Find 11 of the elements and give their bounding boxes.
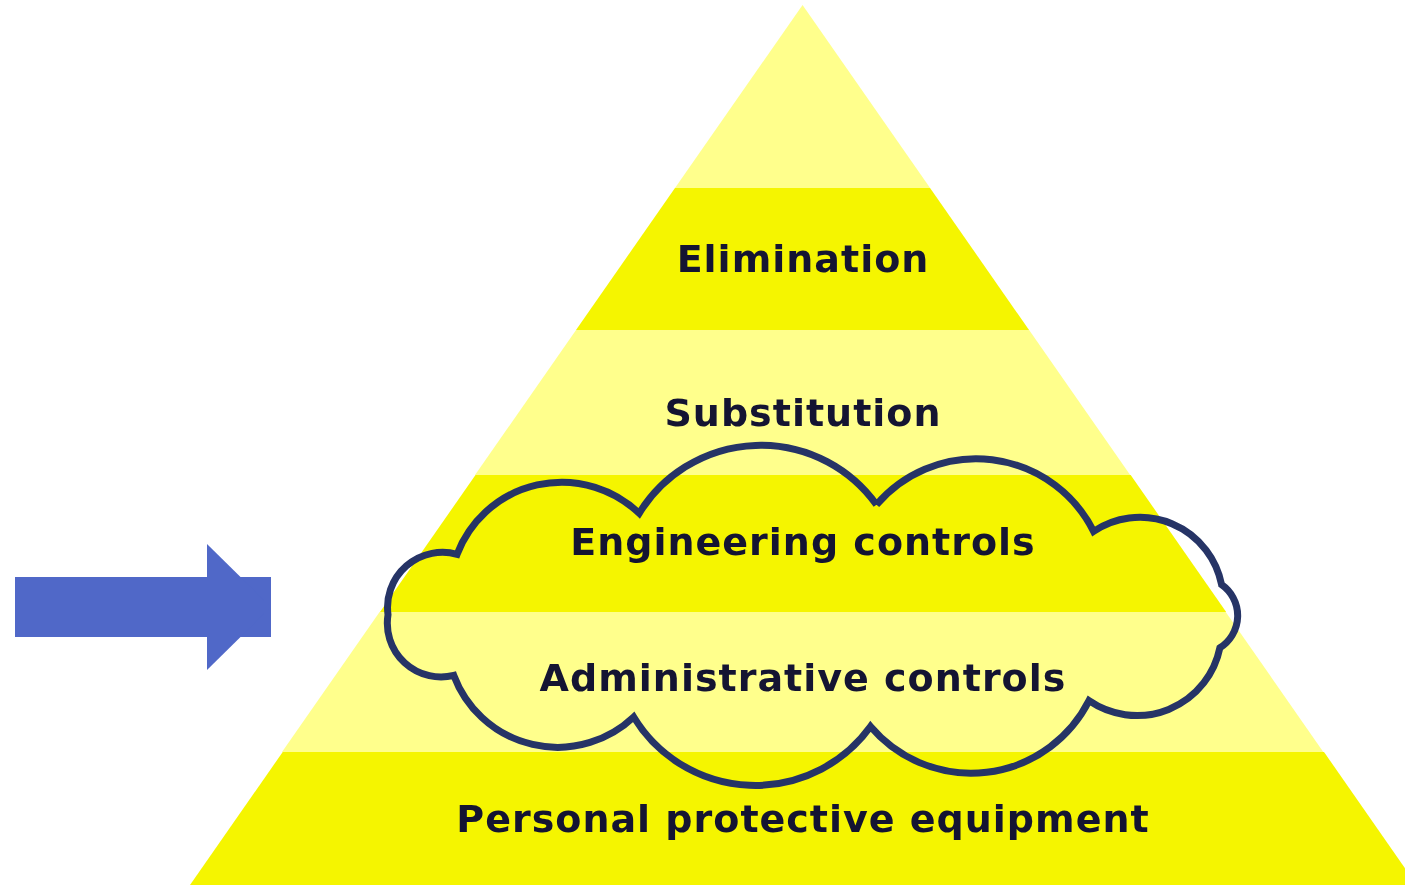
block-arrow (15, 544, 271, 670)
band-label: Elimination (676, 237, 930, 281)
pyramid-band (475, 330, 1131, 475)
pyramid-band (282, 612, 1324, 752)
pyramid-apex (675, 5, 931, 188)
band-label: Administrative controls (539, 656, 1067, 700)
band-label: Engineering controls (570, 519, 1036, 564)
band-label: Personal protective equipment (456, 796, 1150, 841)
pyramid-band (189, 752, 1405, 885)
pyramid-band (576, 188, 1030, 330)
band-label: Substitution (664, 390, 942, 435)
